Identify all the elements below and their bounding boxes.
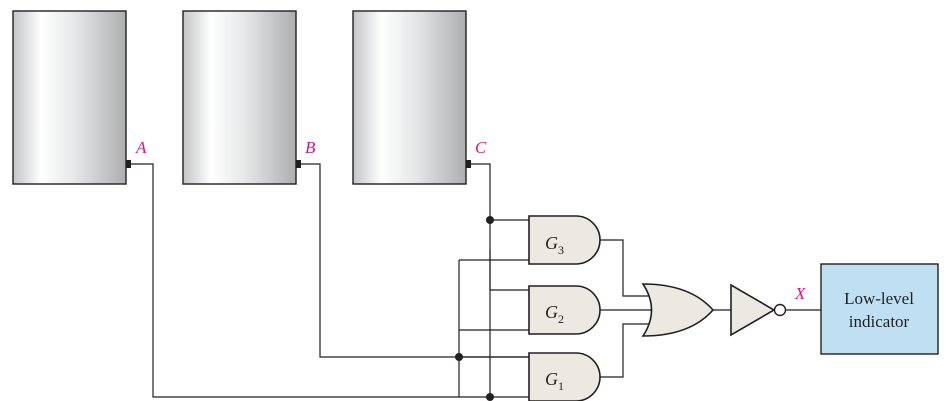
input-label-a: A: [135, 138, 147, 157]
gate-or: [641, 283, 715, 337]
gate-g2-label: G2: [545, 302, 564, 326]
gate-g2: [528, 285, 601, 335]
wire-b: [301, 163, 531, 358]
input-label-b: B: [305, 138, 316, 157]
indicator-line1: Low-level: [844, 289, 914, 308]
wire-c: [471, 163, 531, 221]
tank-a: [12, 10, 127, 185]
junction-c: [486, 216, 494, 224]
gate-g3-label: G3: [545, 233, 564, 257]
wire-g3-or: [600, 239, 650, 297]
input-label-c: C: [475, 138, 487, 157]
low-level-indicator: [820, 263, 939, 355]
sensor-c: [466, 160, 471, 168]
sensor-a: [126, 160, 131, 168]
gate-g3: [528, 215, 601, 265]
sensor-b: [296, 160, 301, 168]
tank-c: [352, 10, 467, 185]
gate-g1-label: G1: [545, 369, 564, 393]
output-label-x: X: [794, 284, 806, 303]
gate-not-bubble: [773, 303, 787, 317]
indicator-line2: indicator: [849, 312, 910, 331]
tank-b: [182, 10, 297, 185]
wire-g1-or: [600, 323, 650, 378]
wire-a: [131, 163, 531, 398]
gate-g1: [528, 352, 601, 401]
gate-not: [730, 283, 776, 337]
junction-b: [486, 393, 494, 401]
